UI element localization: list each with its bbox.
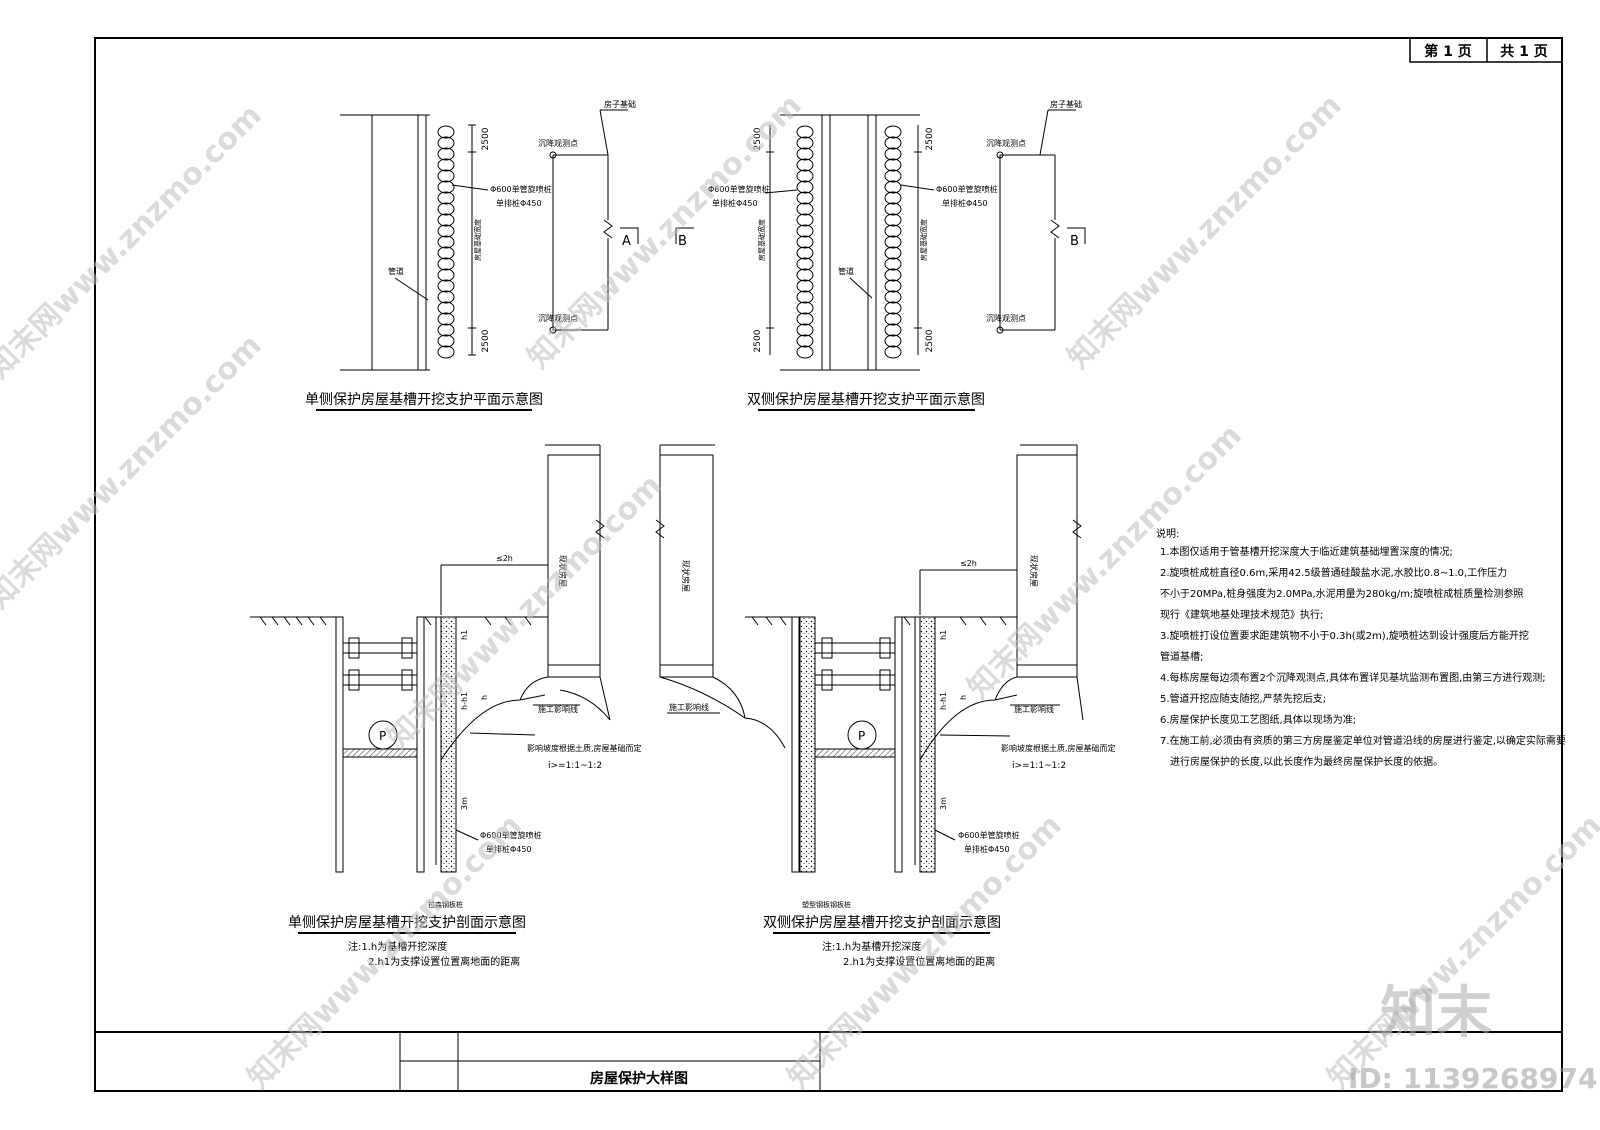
note-line: 进行房屋保护的长度,以此长度作为最终房屋保护长度的依据。 <box>1170 755 1443 768</box>
plan-double: B 2500 2500 房屋基础宽度 2500 2500 房屋基础宽度 Φ600… <box>675 99 1086 411</box>
svg-text:沉降观测点: 沉降观测点 <box>538 313 578 323</box>
svg-text:单排桩Φ450: 单排桩Φ450 <box>486 844 532 854</box>
svg-text:知末网www.znzmo.com: 知末网www.znzmo.com <box>961 418 1249 706</box>
svg-text:现状房屋: 现状房屋 <box>681 560 691 592</box>
svg-text:影响坡度根据土质,房屋基础而定: 影响坡度根据土质,房屋基础而定 <box>1001 743 1116 753</box>
svg-text:A: A <box>622 234 631 249</box>
svg-text:≤2h: ≤2h <box>496 554 513 563</box>
svg-text:现状房屋: 现状房屋 <box>1029 555 1039 587</box>
svg-text:知末网www.znzmo.com: 知末网www.znzmo.com <box>241 808 529 1096</box>
svg-text:知末网www.znzmo.com: 知末网www.znzmo.com <box>1061 88 1349 376</box>
svg-text:B: B <box>678 234 687 249</box>
svg-text:Φ600单管旋喷桩: Φ600单管旋喷桩 <box>480 830 542 840</box>
svg-text:施工影响线: 施工影响线 <box>669 702 709 712</box>
svg-text:2500: 2500 <box>753 329 763 352</box>
svg-text:Φ600单管旋喷桩: Φ600单管旋喷桩 <box>958 830 1020 840</box>
svg-text:知末网www.znzmo.com: 知末网www.znzmo.com <box>381 468 669 756</box>
svg-text:Φ600单管旋喷桩: Φ600单管旋喷桩 <box>708 184 770 194</box>
svg-text:单排桩Φ450: 单排桩Φ450 <box>496 198 542 208</box>
svg-text:单排桩Φ450: 单排桩Φ450 <box>942 198 988 208</box>
svg-text:现状房屋: 现状房屋 <box>558 555 568 587</box>
note-line: 3.旋喷桩打设位置要求距建筑物不小于0.3h(或2m),旋喷桩达到设计强度后方能… <box>1160 629 1529 642</box>
svg-text:知末网www.znzmo.com: 知末网www.znzmo.com <box>1321 808 1600 1096</box>
note-line: 现行《建筑地基处理技术规范》执行; <box>1160 608 1323 621</box>
svg-text:h-h1: h-h1 <box>460 692 469 710</box>
svg-text:h1: h1 <box>460 630 469 640</box>
section-single: 现状房屋 ≤2h P 施工影响线 影响坡度根据土质,房屋基础而定 i>=1:1~… <box>250 444 642 968</box>
svg-text:2.h1为支撑设置位置离地面的距离: 2.h1为支撑设置位置离地面的距离 <box>368 955 520 968</box>
svg-text:3m: 3m <box>460 797 469 810</box>
note-line: 不小于20MPa,桩身强度为2.0MPa,水泥用量为280kg/m;旋喷桩成桩质… <box>1160 587 1523 600</box>
svg-text:房子基础: 房子基础 <box>604 99 636 109</box>
section-middle-house: 现状房屋 施工影响线 <box>655 444 786 749</box>
svg-text:2500: 2500 <box>925 127 935 150</box>
svg-text:h-h1: h-h1 <box>939 692 948 710</box>
svg-text:3m: 3m <box>939 797 948 810</box>
note-line: 7.在施工前,必须由有资质的第三方房屋鉴定单位对管道沿线的房屋进行鉴定,以确定实… <box>1160 734 1566 747</box>
svg-text:2500: 2500 <box>481 127 491 150</box>
svg-text:B: B <box>1070 234 1079 249</box>
svg-text:2500: 2500 <box>753 127 763 150</box>
svg-text:管道: 管道 <box>838 266 854 276</box>
svg-text:P: P <box>379 729 386 743</box>
sheet-border <box>94 37 1563 1092</box>
section-double-title: 双侧保护房屋基槽开挖支护剖面示意图 <box>763 914 1001 931</box>
pipe-symbol <box>368 720 398 750</box>
page-total: 共 1 页 <box>1500 43 1548 60</box>
svg-text:沉降观测点: 沉降观测点 <box>986 313 1026 323</box>
svg-text:单排桩Φ450: 单排桩Φ450 <box>964 844 1010 854</box>
svg-text:Φ600单管旋喷桩: Φ600单管旋喷桩 <box>490 184 552 194</box>
svg-text:P: P <box>858 729 865 743</box>
svg-text:沉降观测点: 沉降观测点 <box>538 138 578 148</box>
note-line: 管道基槽; <box>1160 650 1203 663</box>
svg-text:i>=1:1~1:2: i>=1:1~1:2 <box>1012 761 1066 771</box>
section-single-title: 单侧保护房屋基槽开挖支护剖面示意图 <box>288 914 526 931</box>
svg-text:塑型钢板钢板桩: 塑型钢板钢板桩 <box>802 900 851 909</box>
svg-text:2.h1为支撑设置位置离地面的距离: 2.h1为支撑设置位置离地面的距离 <box>843 955 995 968</box>
pile-column <box>437 125 455 359</box>
svg-text:房屋基础宽度: 房屋基础宽度 <box>919 219 928 261</box>
svg-text:2500: 2500 <box>925 329 935 352</box>
svg-text:房子基础: 房子基础 <box>1050 99 1082 109</box>
svg-text:h: h <box>480 695 489 700</box>
brand-watermark: 知末 <box>1380 981 1492 1046</box>
svg-text:影响坡度根据土质,房屋基础而定: 影响坡度根据土质,房屋基础而定 <box>527 743 642 753</box>
svg-text:管道: 管道 <box>388 266 404 276</box>
svg-text:房屋基础宽度: 房屋基础宽度 <box>473 219 482 261</box>
svg-text:沉降观测点: 沉降观测点 <box>986 138 1026 148</box>
notes-heading: 说明: <box>1156 527 1179 540</box>
svg-text:≤2h: ≤2h <box>960 559 977 568</box>
note-line: 4.每栋房屋每边须布置2个沉降观测点,具体布置详见基坑监测布置图,由第三方进行观… <box>1160 671 1546 684</box>
svg-text:h1: h1 <box>939 630 948 640</box>
plan-single-title: 单侧保护房屋基槽开挖支护平面示意图 <box>305 391 543 408</box>
svg-text:知末网www.znzmo.com: 知末网www.znzmo.com <box>0 328 269 616</box>
svg-text:i>=1:1~1:2: i>=1:1~1:2 <box>548 761 602 771</box>
svg-text:施工影响线: 施工影响线 <box>1014 704 1054 714</box>
general-notes: 说明: 1.本图仅适用于管基槽开挖深度大于临近建筑基础埋置深度的情况; 2.旋喷… <box>1156 527 1566 768</box>
section-double: 现状房屋 ≤2h P 施工影响线 影响坡度根据土质,房屋基础而定 i>=1:1~… <box>745 444 1116 968</box>
note-line: 6.房屋保护长度见工艺图纸,具体以现场为准; <box>1160 713 1356 726</box>
svg-text:施工影响线: 施工影响线 <box>538 704 578 714</box>
svg-text:Φ600单管旋喷桩: Φ600单管旋喷桩 <box>936 184 998 194</box>
plan-double-title: 双侧保护房屋基槽开挖支护平面示意图 <box>747 391 985 408</box>
svg-text:注:1.h为基槽开挖深度: 注:1.h为基槽开挖深度 <box>348 940 447 953</box>
page-counter: 第 1 页 共 1 页 <box>1409 37 1563 63</box>
svg-text:房屋基础宽度: 房屋基础宽度 <box>757 219 766 261</box>
drawing-title: 房屋保护大样图 <box>590 1070 688 1087</box>
title-block: 房屋保护大样图 <box>399 1032 821 1091</box>
page-current: 第 1 页 <box>1424 43 1472 60</box>
note-line: 2.旋喷桩成桩直径0.6m,采用42.5级普通硅酸盐水泥,水胶比0.8~1.0,… <box>1160 566 1507 579</box>
svg-text:单排桩Φ450: 单排桩Φ450 <box>712 198 758 208</box>
pipe-symbol-double <box>847 720 877 750</box>
svg-text:2500: 2500 <box>481 329 491 352</box>
svg-text:注:1.h为基槽开挖深度: 注:1.h为基槽开挖深度 <box>822 940 921 953</box>
svg-text:h: h <box>959 695 968 700</box>
plan-single: 2500 2500 房屋基础宽度 Φ600单管旋喷桩 单排桩Φ450 管道 房子… <box>305 99 639 411</box>
note-line: 1.本图仅适用于管基槽开挖深度大于临近建筑基础埋置深度的情况; <box>1160 545 1453 558</box>
id-watermark: ID: 1139268974 <box>1348 1062 1597 1095</box>
note-line: 5.管道开挖应随支随挖,严禁先挖后支; <box>1160 692 1326 705</box>
svg-text:拉森钢板桩: 拉森钢板桩 <box>428 900 463 909</box>
